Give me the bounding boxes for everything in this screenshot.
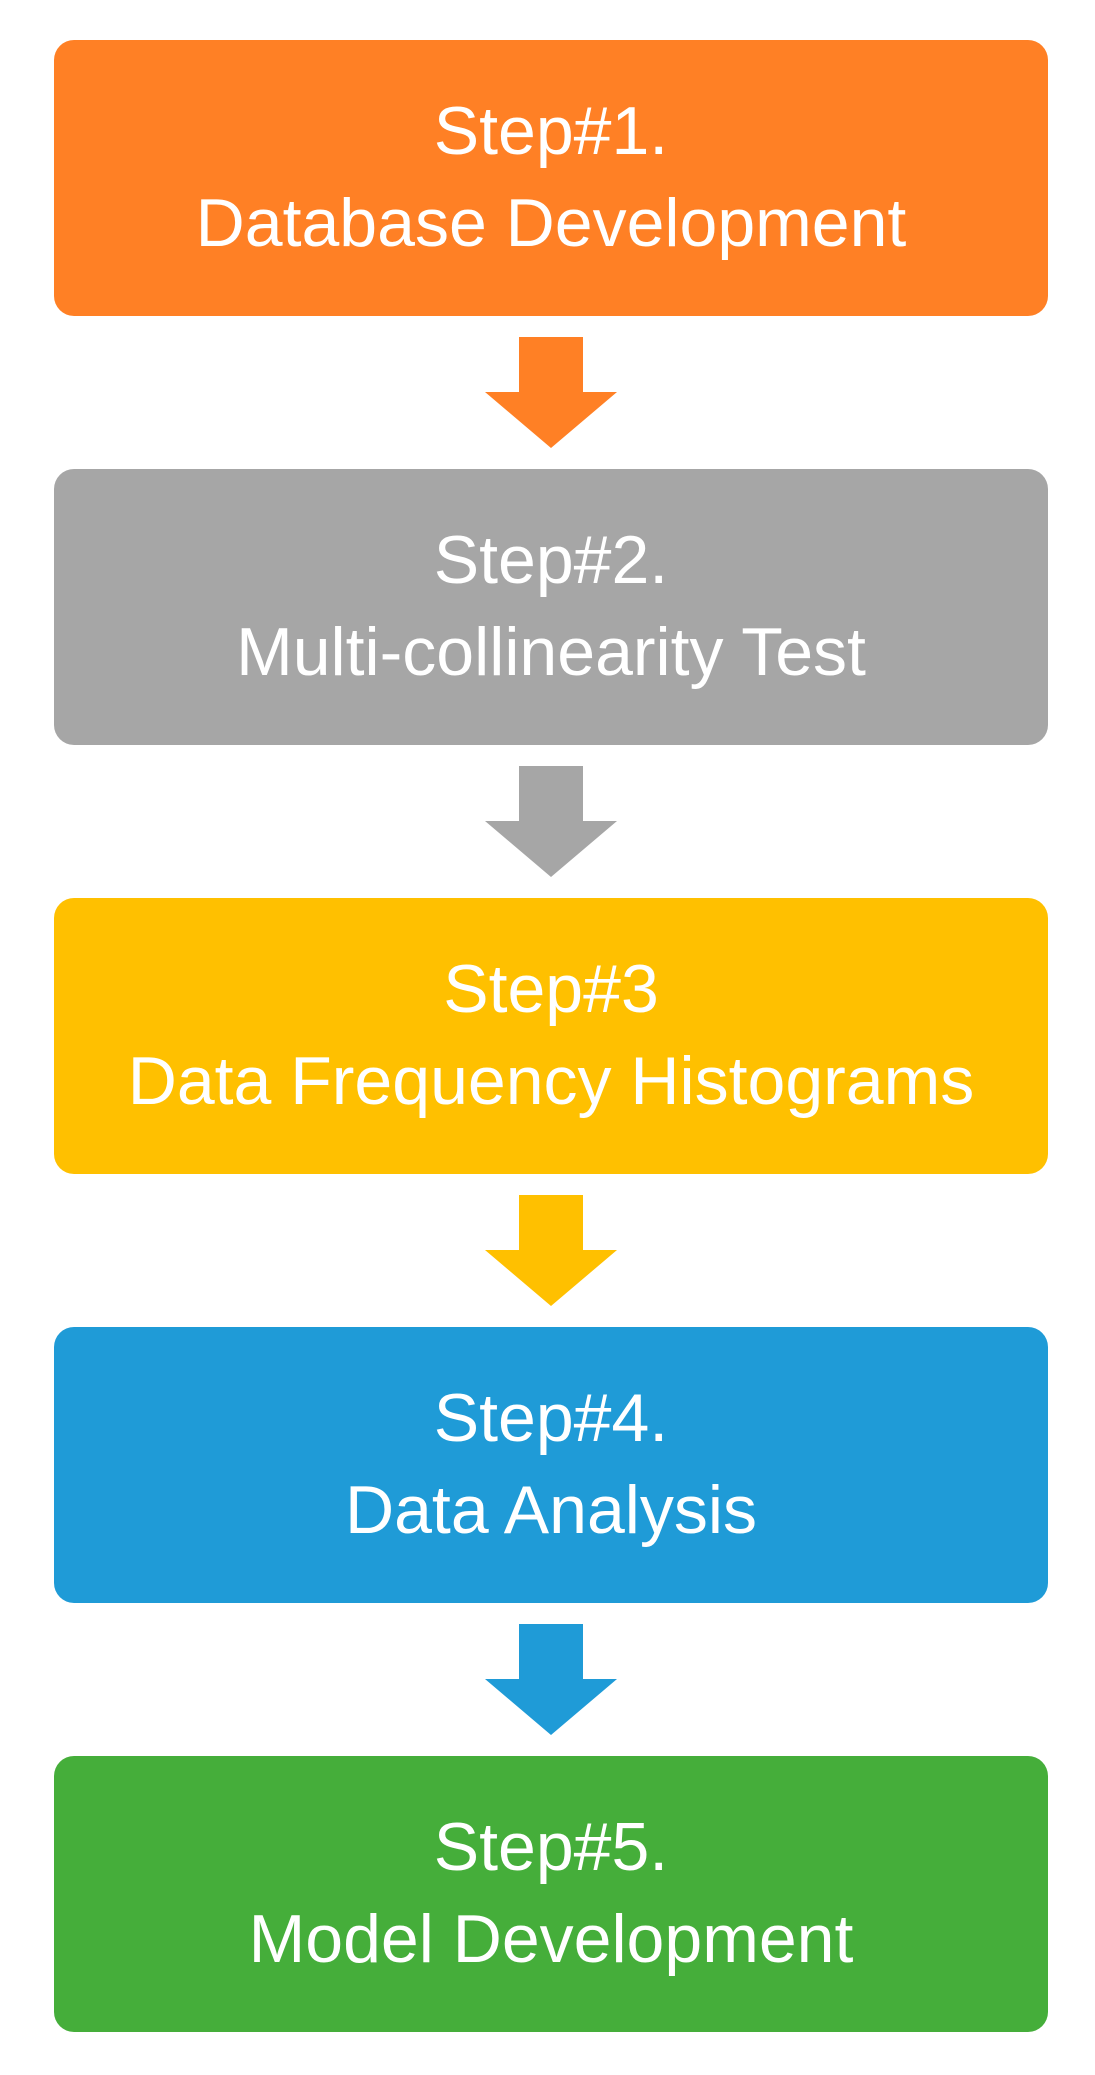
- down-arrow-icon: [485, 337, 617, 448]
- step-3-box: Step#3 Data Frequency Histograms: [54, 898, 1048, 1174]
- step-1-title: Database Development: [195, 185, 907, 261]
- step-1-box: Step#1. Database Development: [54, 40, 1048, 316]
- step-3-title: Data Frequency Histograms: [127, 1043, 975, 1119]
- down-arrow-icon: [485, 766, 617, 877]
- step-4-label: Step#4.: [433, 1380, 669, 1457]
- arrow-2-container: [54, 745, 1048, 898]
- arrow-1-container: [54, 316, 1048, 469]
- step-5-title: Model Development: [248, 1901, 854, 1977]
- down-arrow-icon: [485, 1195, 617, 1306]
- process-flowchart: Step#1. Database Development Step#2. Mul…: [54, 40, 1048, 2032]
- step-5-box: Step#5. Model Development: [54, 1756, 1048, 2032]
- arrow-3-container: [54, 1174, 1048, 1327]
- step-4-title: Data Analysis: [345, 1472, 757, 1548]
- step-2-label: Step#2.: [433, 522, 669, 599]
- step-2-title: Multi-collinearity Test: [236, 614, 866, 690]
- step-5-label: Step#5.: [433, 1809, 669, 1886]
- arrow-4-container: [54, 1603, 1048, 1756]
- step-4-box: Step#4. Data Analysis: [54, 1327, 1048, 1603]
- step-3-label: Step#3: [443, 951, 659, 1028]
- down-arrow-icon: [485, 1624, 617, 1735]
- step-1-label: Step#1.: [433, 93, 669, 170]
- step-2-box: Step#2. Multi-collinearity Test: [54, 469, 1048, 745]
